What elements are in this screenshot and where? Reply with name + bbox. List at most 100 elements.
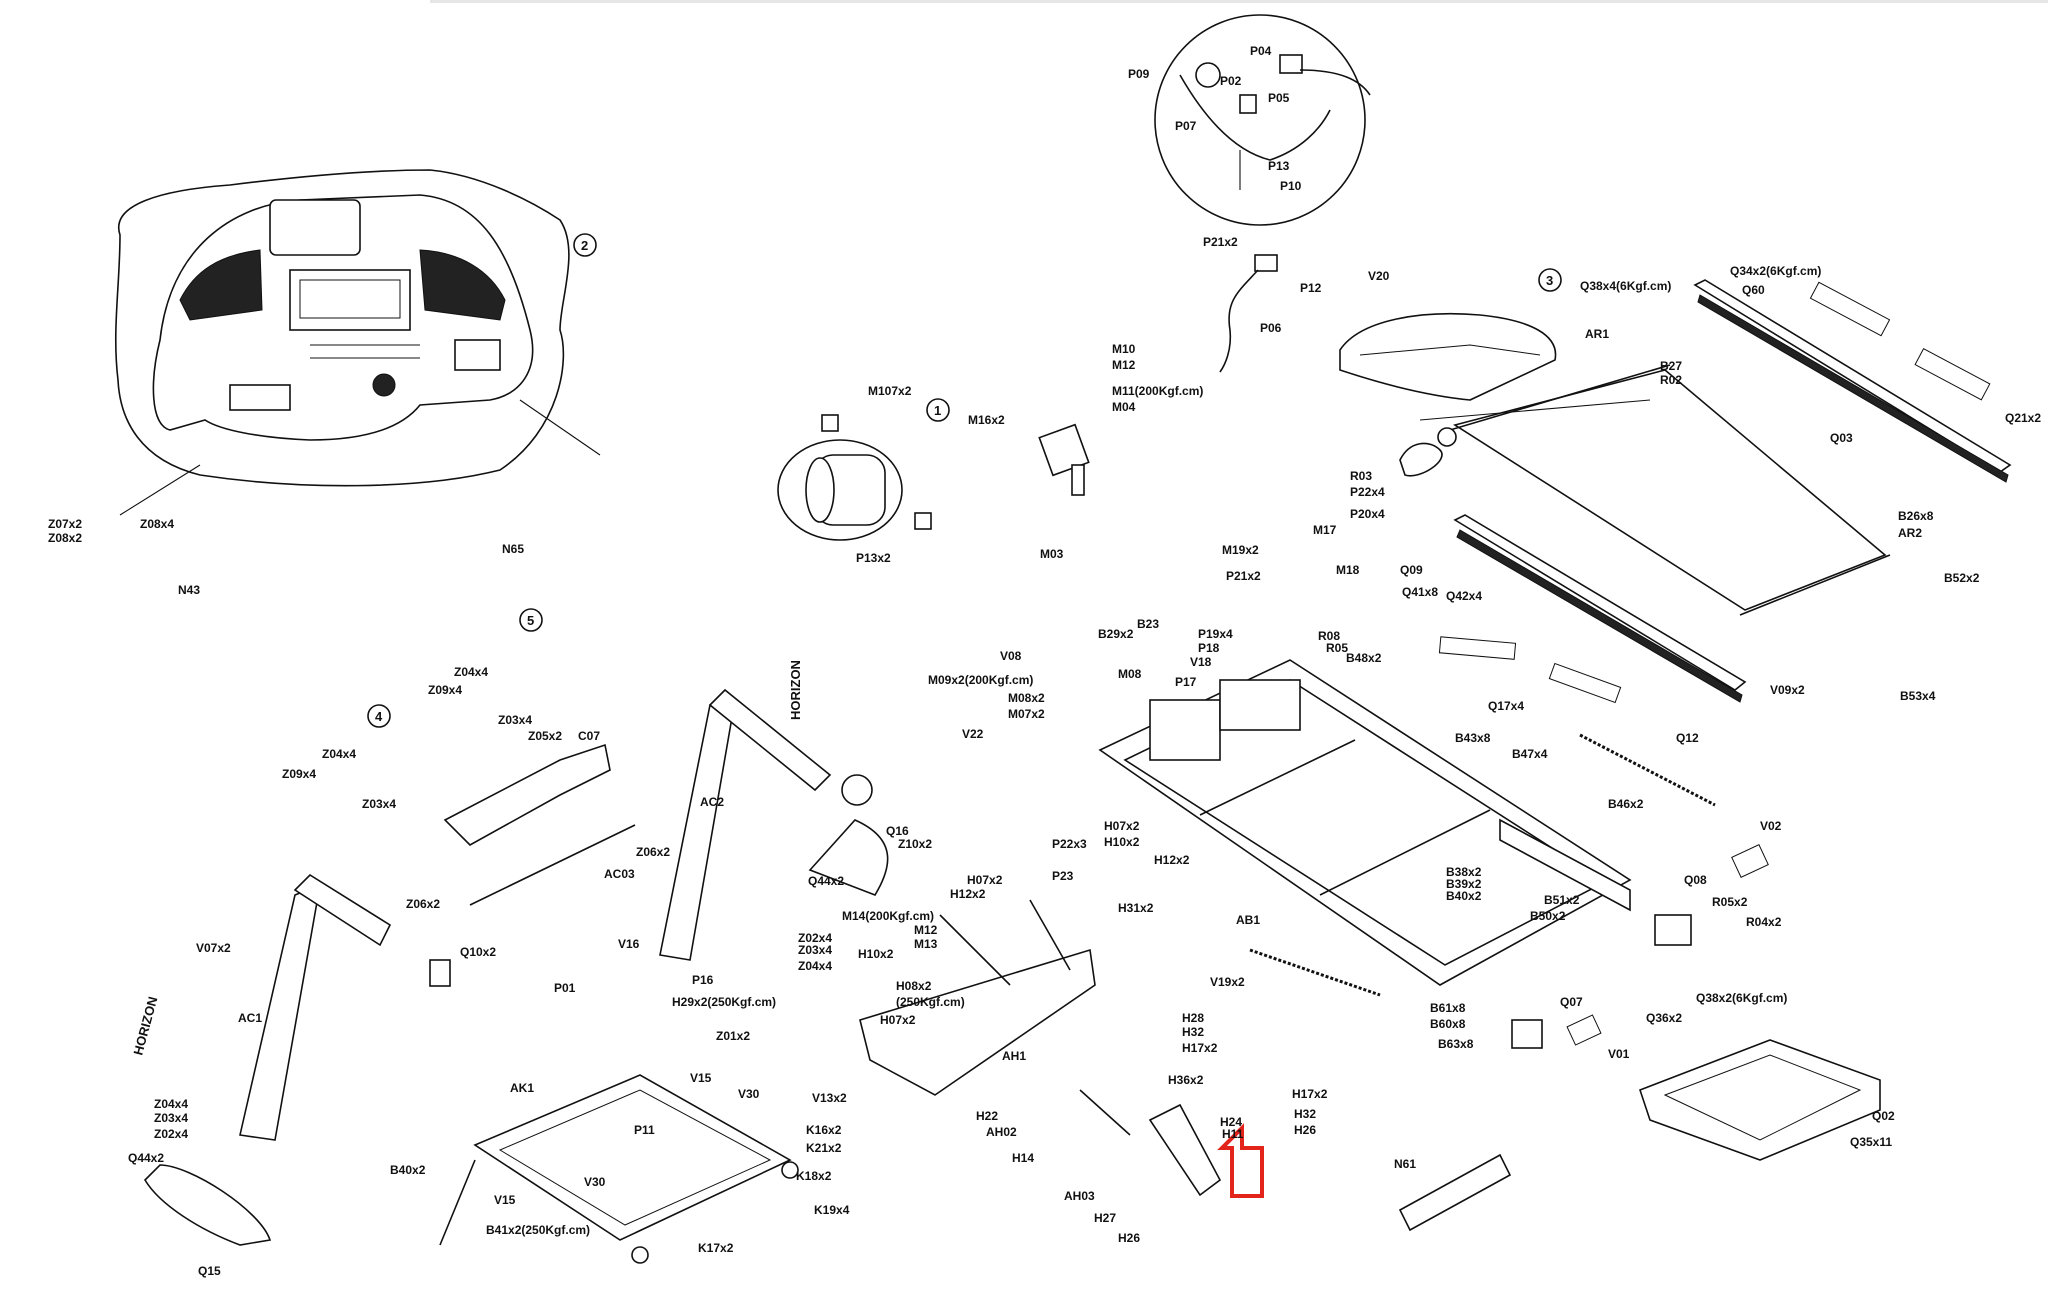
label-Q09: Q09: [1400, 563, 1423, 577]
label-P01: P01: [554, 981, 576, 995]
label-Q41x8: Q41x8: [1402, 585, 1438, 599]
label-K16x2: K16x2: [806, 1123, 842, 1137]
motor-end: [805, 457, 835, 523]
label-H12x2-b: H12x2: [950, 887, 986, 901]
lift-arm: [1079, 1089, 1222, 1197]
label-Z09x4-b: Z09x4: [282, 767, 316, 781]
label-Q03: Q03: [1830, 431, 1853, 445]
label-H14: H14: [1012, 1151, 1034, 1165]
ah1-arm: [939, 914, 1011, 986]
label-M03: M03: [1040, 547, 1064, 561]
strip: [1438, 636, 1517, 660]
label-V22: V22: [962, 727, 984, 741]
frame-bracket: [1219, 679, 1301, 731]
rail-bottom-strip: [1456, 529, 1743, 703]
label-Q44x2-b: Q44x2: [128, 1151, 164, 1165]
bin-tray: [443, 743, 611, 846]
label-horizon-a: HORIZON: [788, 660, 803, 720]
label-P13: P13: [1268, 159, 1290, 173]
label-Z04x4-d: Z04x4: [154, 1097, 188, 1111]
label-AR1: AR1: [1585, 327, 1609, 341]
controller-post: [1071, 464, 1085, 496]
motor: [777, 414, 932, 541]
label-V20: V20: [1368, 269, 1390, 283]
label-V16: V16: [618, 937, 640, 951]
label-V15-a: V15: [690, 1071, 712, 1085]
label-M12-top: M12: [1112, 358, 1136, 372]
label-R04x2: R04x2: [1746, 915, 1782, 929]
label-Q42x4: Q42x4: [1446, 589, 1482, 603]
label-H17x2-b: H17x2: [1292, 1087, 1328, 1101]
console-right-bin: [454, 339, 501, 371]
label-P07: P07: [1175, 119, 1197, 133]
n61-body: [1398, 1153, 1512, 1232]
label-P19x4: P19x4: [1198, 627, 1233, 641]
label-H08x2-kgf: (250Kgf.cm): [896, 995, 965, 1009]
label-K18x2: K18x2: [796, 1169, 832, 1183]
upright-left-arm: [293, 873, 392, 947]
callout-2: 2: [573, 233, 597, 257]
label-V07x2: V07x2: [196, 941, 231, 955]
label-K21x2: K21x2: [806, 1141, 842, 1155]
label-Z06x2-a: Z06x2: [636, 845, 670, 859]
lift-rod: [1079, 1089, 1131, 1136]
end-cap: [429, 959, 451, 987]
label-P02: P02: [1220, 74, 1242, 88]
label-Z01x2: Z01x2: [716, 1029, 750, 1043]
label-B60x8: B60x8: [1430, 1017, 1466, 1031]
callout-3: 3: [1538, 268, 1562, 292]
label-P10: P10: [1280, 179, 1302, 193]
label-V01: V01: [1608, 1047, 1630, 1061]
label-Z10x2: Z10x2: [898, 837, 932, 851]
label-B47x4: B47x4: [1512, 747, 1548, 761]
upright-base-cover: [143, 1164, 272, 1246]
label-B43x8: B43x8: [1455, 731, 1491, 745]
label-Q44x2-a: Q44x2: [808, 874, 844, 888]
label-Q21x2: Q21x2: [2005, 411, 2041, 425]
console-assembly: [114, 169, 601, 516]
label-M18: M18: [1336, 563, 1360, 577]
rail-top: [1693, 279, 2012, 473]
cable: [1179, 74, 1331, 161]
base-inner: [1663, 1054, 1862, 1141]
label-Z09x4-a: Z09x4: [428, 683, 462, 697]
label-Z08x4: Z08x4: [140, 517, 174, 531]
label-Q12: Q12: [1676, 731, 1699, 745]
strip: [1809, 281, 1891, 337]
label-Q36x2: Q36x2: [1646, 1011, 1682, 1025]
label-V02: V02: [1760, 819, 1782, 833]
label-B52x2: B52x2: [1944, 571, 1980, 585]
label-R08: R08: [1318, 629, 1340, 643]
label-P18: P18: [1198, 641, 1220, 655]
strip: [1548, 662, 1622, 704]
label-Z04x4-c: Z04x4: [798, 959, 832, 973]
label-H07x2-a: H07x2: [1104, 819, 1140, 833]
label-Q02: Q02: [1872, 1109, 1895, 1123]
label-H12x2-a: H12x2: [1154, 853, 1190, 867]
label-B53x4: B53x4: [1900, 689, 1936, 703]
label-M19x2: M19x2: [1222, 543, 1259, 557]
label-H11: H11: [1222, 1127, 1244, 1141]
label-K19x4: K19x4: [814, 1203, 850, 1217]
handle-bar: [469, 824, 636, 906]
label-M08: M08: [1118, 667, 1142, 681]
label-M10: M10: [1112, 342, 1136, 356]
label-V18: V18: [1190, 655, 1212, 669]
label-Q35x11: Q35x11: [1850, 1135, 1892, 1149]
label-V08: V08: [1000, 649, 1022, 663]
label-H07x2-b: H07x2: [967, 873, 1003, 887]
console-right-pad: [419, 249, 506, 321]
v-strip-right: [1579, 733, 1716, 807]
svg-text:3: 3: [1546, 273, 1553, 288]
ak1-frame: [473, 1074, 792, 1241]
label-AC03: AC03: [604, 867, 635, 881]
label-B63x8: B63x8: [1438, 1037, 1474, 1051]
svg-text:2: 2: [581, 238, 588, 253]
v19-strip: [1249, 948, 1381, 997]
label-P21x2-mid: P21x2: [1226, 569, 1261, 583]
label-M16x2: M16x2: [968, 413, 1005, 427]
label-Q34x2: Q34x2(6Kgf.cm): [1730, 264, 1821, 278]
label-Q10x2: Q10x2: [460, 945, 496, 959]
frame-rear: [1499, 818, 1631, 912]
